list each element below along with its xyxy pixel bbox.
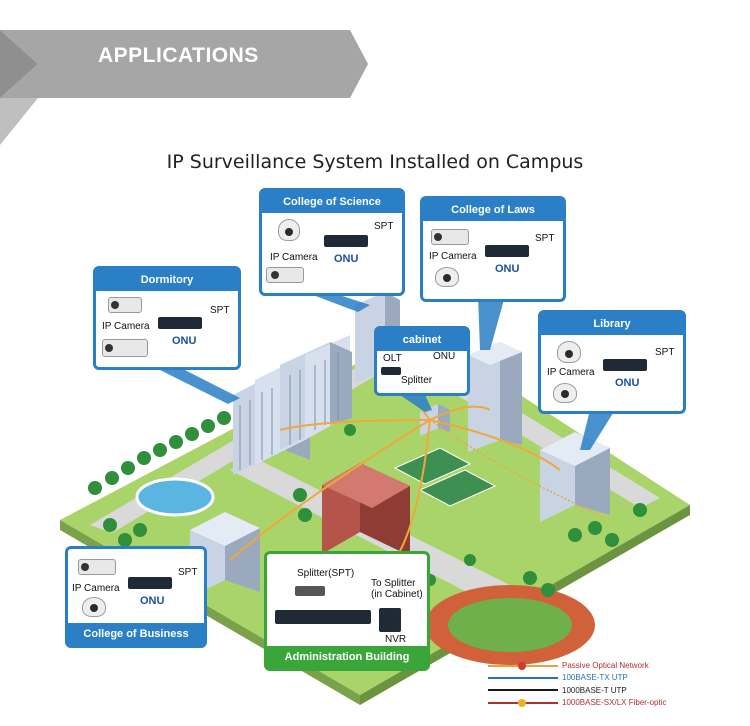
onu-label: ONU bbox=[615, 377, 640, 389]
legend-item-1000base-t: 1000BASE-T UTP bbox=[562, 686, 627, 695]
library-callout: Library IP Camera ONU SPT bbox=[538, 310, 686, 414]
bullet-camera-icon bbox=[266, 267, 304, 283]
onu-label: ONU bbox=[140, 595, 165, 607]
bullet-camera-icon bbox=[102, 339, 148, 357]
library-building bbox=[540, 432, 610, 522]
olt-device-icon bbox=[381, 367, 401, 375]
college-of-science-title: College of Science bbox=[262, 191, 402, 213]
olt-label: OLT bbox=[383, 353, 402, 364]
ip-camera-label: IP Camera bbox=[270, 252, 318, 263]
business-building bbox=[190, 512, 260, 597]
administration-building-title: Administration Building bbox=[267, 646, 427, 668]
college-of-laws-callout: College of Laws IP Camera ONU SPT bbox=[420, 196, 566, 302]
banner-ribbon bbox=[0, 30, 368, 145]
dormitory-callout: Dormitory IP Camera ONU SPT bbox=[93, 266, 241, 370]
pon-cables bbox=[429, 419, 611, 521]
cabinet-callout: cabinet OLT ONU Splitter bbox=[374, 326, 470, 396]
onu-label: ONU bbox=[495, 263, 520, 275]
onu-label: ONU bbox=[172, 335, 197, 347]
dome-camera-icon bbox=[553, 383, 577, 403]
onu-label: ONU bbox=[433, 351, 456, 362]
tennis-court bbox=[418, 469, 497, 507]
to-splitter-label: To Splitter bbox=[371, 578, 416, 589]
college-of-business-callout: College of Business IP Camera ONU SPT bbox=[65, 546, 207, 648]
college-of-laws-title: College of Laws bbox=[423, 199, 563, 221]
box-camera-icon bbox=[78, 559, 116, 575]
ip-camera-label: IP Camera bbox=[72, 583, 120, 594]
library-title: Library bbox=[541, 313, 683, 335]
onu-device-icon bbox=[128, 577, 172, 589]
banner-title: APPLICATIONS bbox=[98, 44, 259, 67]
olt-rack-device-icon bbox=[275, 610, 371, 624]
administration-building-callout: Administration Building Splitter(SPT) To… bbox=[264, 551, 430, 671]
legend-item-pon: Passive Optical Network bbox=[562, 661, 649, 670]
pon-cables bbox=[229, 359, 561, 561]
splitter-spt-label: Splitter(SPT) bbox=[297, 568, 355, 579]
spt-label: SPT bbox=[655, 347, 675, 358]
spt-label: SPT bbox=[210, 305, 230, 316]
dormitory-title: Dormitory bbox=[96, 269, 238, 291]
legend-item-100base-tx: 100BASE-TX UTP bbox=[562, 673, 628, 682]
nvr-label: NVR bbox=[385, 634, 407, 645]
diagram-title: IP Surveillance System Installed on Camp… bbox=[166, 151, 584, 173]
nvr-device-icon bbox=[379, 608, 401, 632]
in-cabinet-label: (in Cabinet) bbox=[371, 589, 423, 600]
college-of-business-title: College of Business bbox=[68, 623, 204, 645]
ip-camera-label: IP Camera bbox=[429, 251, 477, 262]
dome-camera-icon bbox=[435, 267, 459, 287]
dome-camera-icon bbox=[82, 597, 106, 617]
laws-building bbox=[468, 342, 522, 452]
cabinet-title: cabinet bbox=[377, 329, 467, 351]
ip-camera-label: IP Camera bbox=[102, 321, 150, 332]
box-camera-icon bbox=[431, 229, 469, 245]
spt-label: SPT bbox=[374, 221, 394, 232]
onu-device-icon bbox=[158, 317, 202, 329]
splitter-device-icon bbox=[295, 586, 325, 596]
dormitory-buildings bbox=[233, 335, 352, 475]
box-camera-icon bbox=[108, 297, 142, 313]
splitter-label: Splitter bbox=[401, 375, 433, 386]
ptz-camera-icon bbox=[278, 219, 300, 241]
onu-label: ONU bbox=[334, 253, 359, 265]
ip-camera-label: IP Camera bbox=[547, 367, 595, 378]
onu-device-icon bbox=[485, 245, 529, 257]
legend-item-fiber: 1000BASE-SX/LX Fiber-optic bbox=[562, 698, 667, 707]
spt-label: SPT bbox=[178, 567, 198, 578]
onu-device-icon bbox=[324, 235, 368, 247]
onu-device-icon bbox=[603, 359, 647, 371]
college-of-science-callout: College of Science IP Camera ONU SPT bbox=[259, 188, 405, 296]
pond bbox=[135, 477, 215, 517]
ptz-camera-icon bbox=[557, 341, 581, 363]
spt-label: SPT bbox=[535, 233, 555, 244]
trees bbox=[88, 411, 647, 597]
